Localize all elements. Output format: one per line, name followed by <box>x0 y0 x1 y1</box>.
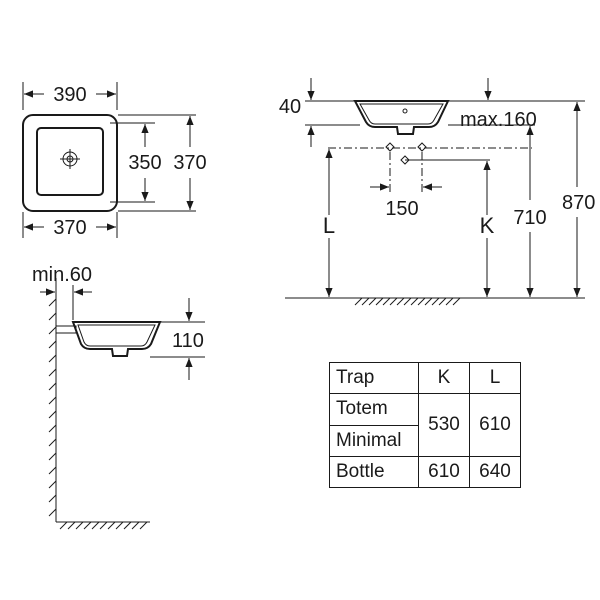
cell-l: 640 <box>469 456 521 488</box>
dim-trap-l: L <box>323 213 335 238</box>
top-view: 390 370 350 370 <box>22 82 207 239</box>
side-view: min.60 110 <box>32 264 205 530</box>
trap-name-minimal: Minimal <box>330 424 418 457</box>
header-trap: Trap <box>329 362 419 394</box>
dim-rim-height: 40 <box>279 96 301 118</box>
tap-spout <box>55 325 77 334</box>
header-k: K <box>418 362 470 394</box>
trap-name-totem: Totem <box>336 398 388 420</box>
wall-hatch <box>48 298 57 517</box>
dim-width-inner: 370 <box>53 217 86 239</box>
trap-name-cell: Totem Minimal <box>329 393 419 457</box>
basin-profile-front <box>353 100 450 135</box>
dim-depth-outer: 370 <box>173 152 206 174</box>
floor-hatch <box>354 297 461 306</box>
dim-tap-height: max.160 <box>460 109 537 131</box>
cell-k: 610 <box>418 456 470 488</box>
basin-profile-side <box>71 321 162 357</box>
header-l: L <box>469 362 521 394</box>
trap-name-bottle: Bottle <box>329 456 419 488</box>
overflow-hole <box>402 108 408 114</box>
cell-l: 610 <box>469 393 521 457</box>
waste-outlet-icon <box>385 142 427 165</box>
dim-height-710: 710 <box>513 207 546 229</box>
trap-table: Trap K L Totem Minimal 530 610 Bottle 61… <box>329 362 521 488</box>
dim-waste-spacing: 150 <box>385 198 418 220</box>
dim-depth-inner: 350 <box>128 152 161 174</box>
table-row: Bottle 610 640 <box>329 456 521 488</box>
table-header-row: Trap K L <box>329 362 521 394</box>
front-view: 40 max.160 150 L K 710 870 <box>279 78 595 306</box>
dim-height-870: 870 <box>562 192 595 214</box>
cell-k: 530 <box>418 393 470 457</box>
dim-width-outer: 390 <box>53 84 86 106</box>
dim-wall-clearance: min.60 <box>32 264 92 286</box>
drain-icon <box>60 149 80 169</box>
table-row: Totem Minimal 530 610 <box>329 393 521 457</box>
dim-basin-height: 110 <box>172 330 204 352</box>
basin-bowl-top <box>36 127 104 196</box>
basin-outline-top <box>22 114 118 212</box>
dim-trap-k: K <box>480 213 495 238</box>
